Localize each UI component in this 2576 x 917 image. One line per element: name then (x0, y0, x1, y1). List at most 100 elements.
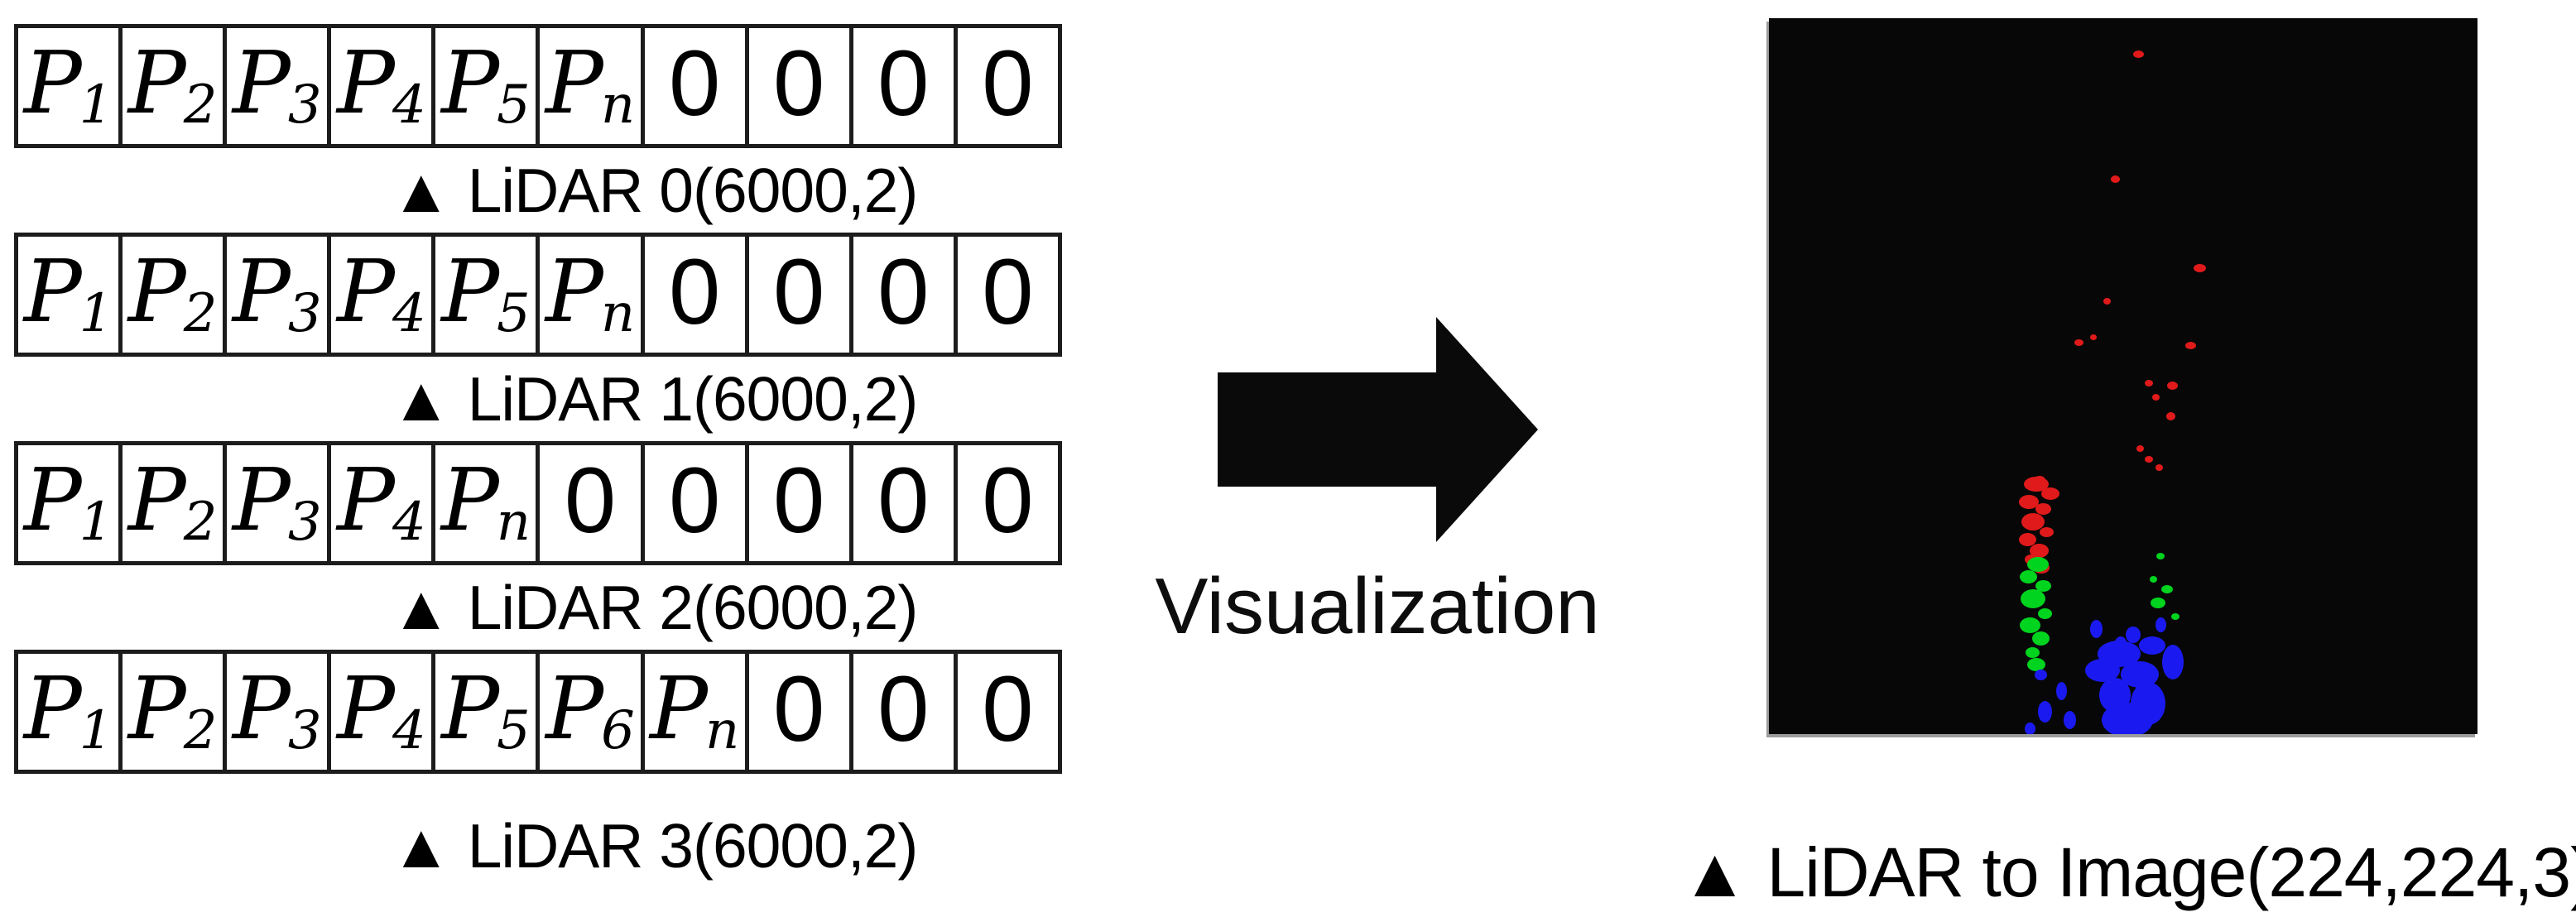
array-cell-zero: 0 (853, 445, 958, 561)
cell-subscript: n (600, 283, 636, 344)
cell-value: P (336, 241, 395, 342)
red-point-cluster (2090, 334, 2097, 340)
green-point-cluster (2171, 613, 2180, 620)
cell-value: 0 (668, 449, 721, 552)
array-caption-0: ▲ LiDAR 0(6000,2) (390, 156, 919, 225)
cell-subscript: 1 (79, 492, 113, 553)
cell-subscript: 1 (79, 74, 113, 136)
image-caption: ▲ LiDAR to Image(224,224,3) (1680, 833, 2576, 911)
cell-value: P (336, 32, 395, 133)
cell-subscript: 4 (392, 74, 426, 136)
array-cell-zero: 0 (749, 654, 853, 770)
red-point-cluster (2132, 50, 2144, 58)
array-cell-zero: 0 (958, 445, 1058, 561)
blue-point-cluster (2034, 669, 2047, 680)
cell-value: 0 (773, 657, 825, 761)
cell-subscript: 4 (392, 492, 426, 553)
cell-value: P (232, 241, 291, 342)
green-point-cluster (2021, 588, 2045, 608)
cell-value: P (23, 658, 82, 759)
red-point-cluster (2103, 298, 2111, 305)
cell-subscript: 5 (497, 283, 531, 344)
cell-subscript: 3 (287, 700, 322, 761)
green-point-cluster (2019, 570, 2037, 583)
blue-point-cluster (2155, 617, 2166, 632)
cell-value: P (127, 449, 186, 550)
cell-value: P (23, 241, 82, 342)
array-caption-1: ▲ LiDAR 1(6000,2) (390, 364, 919, 434)
cell-value: 0 (877, 657, 930, 761)
cell-subscript: 5 (497, 700, 531, 761)
array-cell-zero: 0 (645, 237, 749, 353)
red-point-cluster (2166, 382, 2178, 390)
cell-subscript: 2 (183, 74, 218, 136)
array-cell-zero: 0 (853, 654, 958, 770)
red-point-cluster (2024, 477, 2049, 492)
red-point-cluster (2041, 487, 2059, 500)
cell-value: 0 (773, 240, 825, 343)
red-point-cluster (2021, 512, 2045, 531)
cell-value: P (441, 658, 500, 759)
blue-point-cluster (2063, 711, 2076, 729)
cell-value: P (232, 658, 291, 759)
cell-value: P (232, 449, 291, 550)
array-cell-zero: 0 (540, 445, 645, 561)
lidar-image (1769, 18, 2477, 734)
blue-point-cluster (2139, 636, 2165, 655)
cell-subscript: 5 (497, 74, 531, 136)
cell-value: P (336, 658, 395, 759)
red-point-cluster (2029, 543, 2049, 558)
cell-subscript: 1 (79, 700, 113, 761)
green-point-cluster (2027, 658, 2045, 671)
right-arrow-icon (1218, 317, 1538, 542)
array-cell-zero: 0 (749, 445, 853, 561)
cell-value: P (127, 32, 186, 133)
cell-value: P (23, 32, 82, 133)
cell-value: 0 (773, 449, 825, 552)
cell-value: P (650, 658, 708, 759)
cell-value: P (23, 449, 82, 550)
cell-value: P (545, 658, 604, 759)
green-point-cluster (2161, 585, 2173, 593)
red-point-cluster (2136, 445, 2144, 452)
green-point-cluster (2035, 580, 2051, 592)
array-caption-3: ▲ LiDAR 3(6000,2) (390, 811, 919, 881)
cell-value: 0 (982, 31, 1034, 135)
array-cell-zero: 0 (853, 28, 958, 144)
cell-subscript: n (496, 492, 531, 553)
cell-value: P (336, 449, 395, 550)
blue-point-cluster (2102, 703, 2153, 734)
cell-value: P (440, 449, 499, 550)
cell-subscript: 2 (183, 700, 218, 761)
green-point-cluster (2019, 617, 2040, 633)
blue-point-cluster (2037, 701, 2052, 723)
red-point-cluster (2145, 456, 2153, 463)
cell-subscript: 3 (287, 492, 322, 553)
array-cell-zero: 0 (853, 237, 958, 353)
red-point-cluster (2193, 264, 2206, 272)
cell-subscript: 4 (392, 700, 426, 761)
red-point-cluster (2019, 494, 2039, 509)
red-point-cluster (2184, 341, 2196, 349)
blue-point-cluster (2024, 722, 2035, 734)
